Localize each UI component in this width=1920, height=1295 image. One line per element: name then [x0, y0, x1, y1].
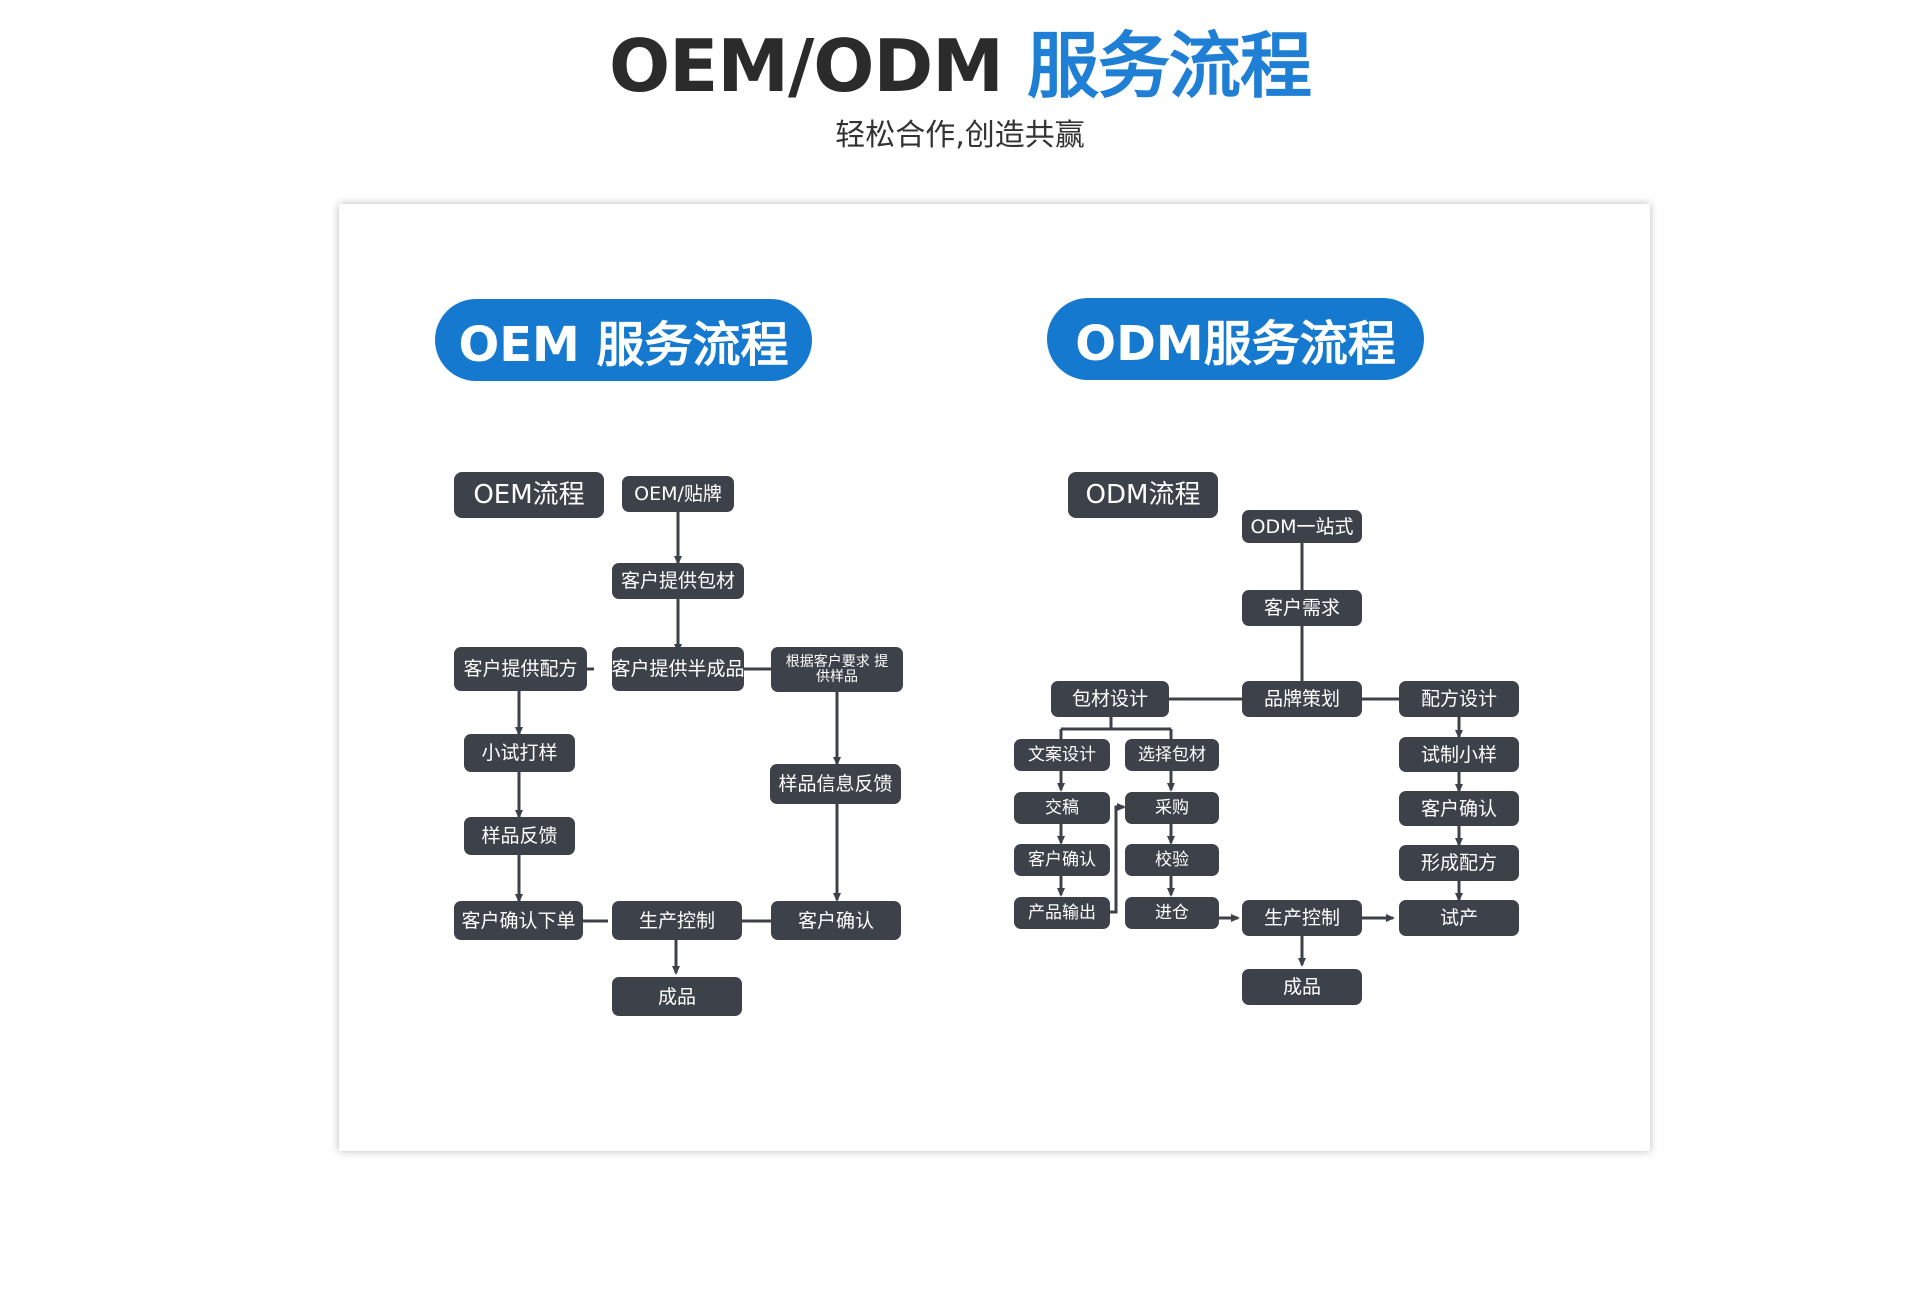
flowchart-panel: OEM 服务流程 OEM流程 OEM/贴牌 客户提供包材 客户提供配方 客户提供…	[339, 204, 1650, 1151]
odm-node-brand-planning: 品牌策划	[1242, 681, 1362, 717]
odm-node-trial-production: 试产	[1399, 900, 1519, 936]
oem-node-sample-info-feedback: 样品信息反馈	[770, 764, 901, 804]
page-subtitle: 轻松合作,创造共赢	[835, 118, 1085, 153]
odm-node-formula-design: 配方设计	[1399, 681, 1519, 717]
odm-node-finished: 成品	[1242, 969, 1362, 1005]
oem-node-sample-by-request: 根据客户要求 提供样品	[771, 647, 903, 692]
title-main-text: OEM/ODM	[608, 24, 1027, 108]
oem-node-start: OEM/贴牌	[622, 476, 734, 512]
odm-node-product-output: 产品输出	[1014, 897, 1110, 929]
oem-node-small-trial: 小试打样	[464, 734, 575, 772]
oem-node-finished: 成品	[612, 977, 742, 1016]
odm-node-purchase: 采购	[1125, 792, 1219, 824]
title-accent-text: 服务流程	[1027, 24, 1312, 108]
odm-process-label: ODM流程	[1068, 472, 1218, 518]
odm-node-packaging-design: 包材设计	[1051, 681, 1169, 717]
odm-node-customer-confirm-right: 客户确认	[1399, 791, 1519, 826]
oem-node-provide-formula: 客户提供配方	[454, 647, 587, 691]
odm-node-start: ODM一站式	[1242, 510, 1362, 543]
oem-process-label: OEM流程	[454, 472, 604, 518]
odm-node-warehousing: 进仓	[1125, 897, 1219, 929]
odm-node-inspection: 校验	[1125, 844, 1219, 876]
oem-node-provide-packaging: 客户提供包材	[612, 563, 744, 599]
oem-node-provide-semi: 客户提供半成品	[612, 647, 745, 691]
oem-node-confirm-order: 客户确认下单	[454, 901, 583, 940]
page-title: OEM/ODM 服务流程	[0, 24, 1920, 108]
odm-node-draft: 交稿	[1014, 792, 1110, 824]
odm-node-form-formula: 形成配方	[1399, 845, 1519, 881]
oem-banner: OEM 服务流程	[435, 299, 812, 381]
odm-node-trial-sample: 试制小样	[1399, 737, 1519, 772]
odm-node-customer-confirm-left: 客户确认	[1014, 844, 1110, 876]
odm-node-choose-packaging: 选择包材	[1125, 739, 1219, 771]
odm-banner: ODM服务流程	[1047, 298, 1424, 380]
odm-node-demand: 客户需求	[1242, 590, 1362, 626]
odm-node-copy-design: 文案设计	[1014, 739, 1110, 771]
odm-node-production-control: 生产控制	[1242, 900, 1362, 936]
oem-node-customer-confirm: 客户确认	[771, 901, 901, 940]
oem-node-production-control: 生产控制	[612, 901, 742, 940]
oem-node-sample-feedback: 样品反馈	[464, 817, 575, 855]
